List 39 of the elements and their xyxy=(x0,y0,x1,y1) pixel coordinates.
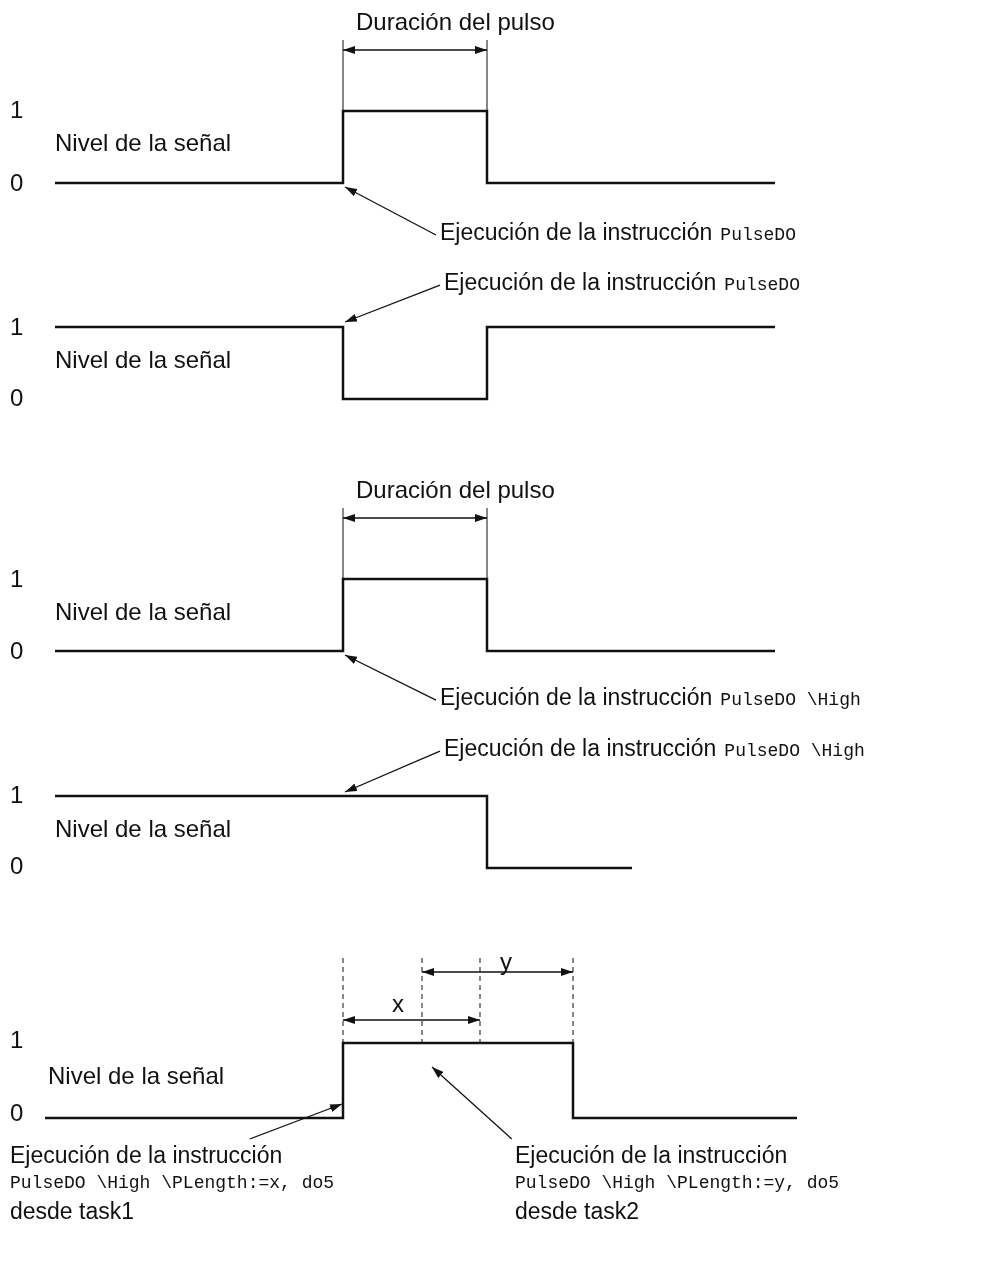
callout-text: desde task2 xyxy=(515,1197,641,1225)
leader-arrow xyxy=(431,1066,513,1140)
level-value: 1 xyxy=(10,1026,24,1054)
leader-arrow xyxy=(249,1103,343,1140)
callout-text: desde task1 xyxy=(10,1197,136,1225)
level-value: 1 xyxy=(10,313,24,341)
leader-arrow xyxy=(344,284,441,323)
dimension-label: x xyxy=(392,990,404,1018)
code-text: PulseDO \High xyxy=(724,741,865,761)
axis-label: Nivel de la señal xyxy=(55,598,232,626)
axis-label: Nivel de la señal xyxy=(55,346,232,374)
level-value: 1 xyxy=(10,781,24,809)
axis-label: Nivel de la señal xyxy=(55,129,232,157)
code-text: PulseDO xyxy=(724,275,800,295)
callout-text: Ejecución de la instrucción xyxy=(440,219,713,245)
leader-arrow xyxy=(344,750,441,793)
level-value: 0 xyxy=(10,637,24,665)
callout-text: Ejecución de la instrucción xyxy=(440,684,713,710)
axis-label: Nivel de la señal xyxy=(48,1062,225,1090)
level-value: 0 xyxy=(10,1099,24,1127)
dimension-label: Duración del pulso xyxy=(356,476,555,504)
code-text: PulseDO \High \PLength:=y, do5 xyxy=(515,1172,840,1195)
callout-text: Ejecución de la instrucción xyxy=(515,1141,789,1169)
callout-text: Ejecución de la instrucción xyxy=(444,735,717,761)
level-value: 1 xyxy=(10,96,24,124)
callout-text: Ejecución de la instrucción xyxy=(444,269,717,295)
level-value: 0 xyxy=(10,852,24,880)
level-value: 0 xyxy=(10,384,24,412)
leader-arrow xyxy=(344,186,437,236)
dimension-label: Duración del pulso xyxy=(356,8,555,36)
leader-arrow xyxy=(344,654,437,701)
callout-text: Ejecución de la instrucción xyxy=(10,1141,284,1169)
dimension-label: y xyxy=(500,948,512,976)
code-text: PulseDO \High xyxy=(720,690,861,710)
axis-label: Nivel de la señal xyxy=(55,815,232,843)
level-value: 1 xyxy=(10,565,24,593)
level-value: 0 xyxy=(10,169,24,197)
code-text: PulseDO \High \PLength:=x, do5 xyxy=(10,1172,335,1195)
code-text: PulseDO xyxy=(720,225,796,245)
